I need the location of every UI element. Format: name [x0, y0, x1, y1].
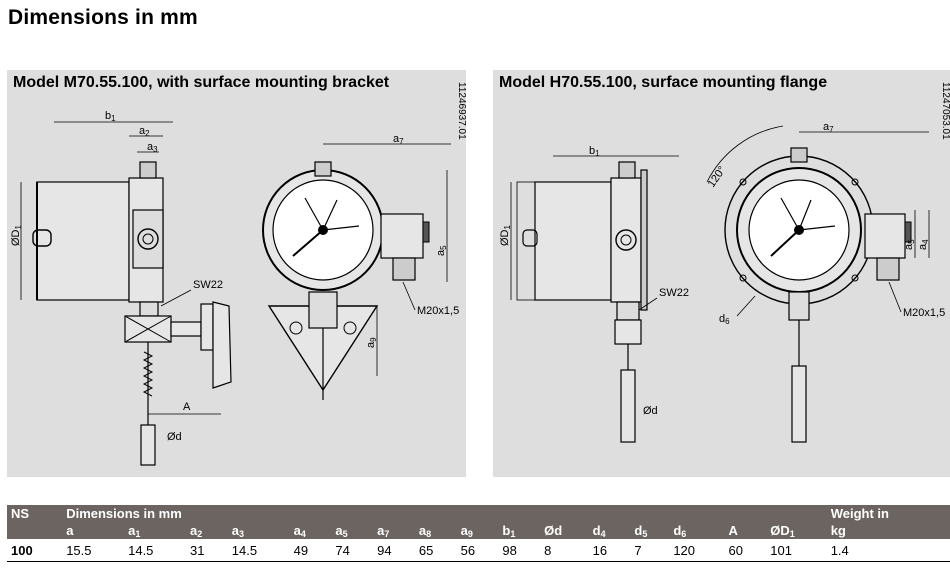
drawing-panel-h70: Model H70.55.100, surface mounting flang… [493, 70, 950, 477]
top-nut-front [314, 161, 332, 177]
header-ns-blank [7, 522, 63, 539]
cable-gland-side-h70 [615, 229, 637, 251]
dim-a2: a2 [139, 125, 150, 138]
label-sw22-left: SW22 [193, 279, 223, 291]
table-cell: 16 [588, 539, 631, 562]
drawing-panel-m70: Model M70.55.100, with surface mounting … [7, 70, 466, 477]
column-header: d4 [588, 522, 631, 539]
panel-title-m70: Model M70.55.100, with surface mounting … [13, 74, 390, 91]
table-cell: 101 [766, 539, 827, 562]
table-header-row-1: NS Dimensions in mm Weight in [7, 505, 950, 522]
table-cell: 31 [186, 539, 228, 562]
terminal-box-h70 [864, 213, 906, 259]
panel-title-h70: Model H70.55.100, surface mounting flang… [499, 74, 828, 91]
column-header: a7 [373, 522, 415, 539]
dim-A: A [183, 401, 191, 413]
column-header: a3 [227, 522, 290, 539]
cable-gland-front [392, 257, 416, 281]
dim-d1-right: ØD1 [499, 225, 512, 247]
table-cell: 65 [414, 539, 457, 562]
table-cell: 8 [540, 539, 589, 562]
dim-d6: d6 [719, 313, 730, 326]
dim-d1-left: ØD1 [10, 225, 23, 247]
column-header: a9 [456, 522, 499, 539]
table-cell: 14.5 [227, 539, 290, 562]
dim-b1: b1 [105, 110, 116, 123]
dim-d-right: Ød [643, 405, 658, 417]
column-header: Ød [540, 522, 589, 539]
sensor-bulb-side [140, 424, 156, 466]
top-nut-side [139, 161, 157, 179]
column-header: a2 [186, 522, 228, 539]
column-header: d5 [630, 522, 670, 539]
table-cell: 94 [373, 539, 415, 562]
table-cell: 74 [331, 539, 374, 562]
sensor-bulb-side-h70 [620, 369, 636, 443]
table-cell: 56 [456, 539, 499, 562]
drawing-number-h70: 11247053.01 [940, 82, 950, 140]
label-sw22-right: SW22 [659, 287, 689, 299]
table-cell: 98 [498, 539, 541, 562]
table-cell: 49 [289, 539, 332, 562]
column-header: a [62, 522, 125, 539]
dim-a3: a3 [147, 141, 158, 154]
dim-a9: a9 [365, 337, 378, 348]
column-header: ØD1 [766, 522, 827, 539]
header-dimensions: Dimensions in mm [62, 505, 827, 522]
cell-weight: 1.4 [826, 539, 950, 562]
column-header: a5 [331, 522, 374, 539]
cable-gland-side [137, 228, 159, 250]
column-header: A [724, 522, 767, 539]
technical-drawing-h70: 11247053.01 b1 ØD1 SW22 Ød [499, 82, 950, 443]
cell-ns: 100 [7, 539, 63, 562]
dim-a7-left: a7 [393, 133, 404, 146]
case-lug [32, 229, 52, 247]
terminal-box [380, 213, 424, 259]
drawing-number-m70: 11246937.01 [456, 82, 466, 140]
sensor-bulb-front-h70 [791, 365, 807, 443]
technical-drawing-m70: 11246937.01 b1 a2 a3 ØD1 SW22 A Ød [10, 82, 466, 466]
mounting-flange-side [640, 169, 648, 311]
dim-d-left: Ød [167, 431, 182, 443]
table-cell: 60 [724, 539, 767, 562]
mounting-bracket-side [212, 301, 232, 389]
column-header: b1 [498, 522, 541, 539]
page-title: Dimensions in mm [8, 6, 198, 29]
column-header: a1 [124, 522, 187, 539]
dim-a7-right: a7 [823, 121, 834, 134]
dim-a5-right: a5 [903, 239, 916, 250]
table-cell: 120 [669, 539, 725, 562]
column-header: a8 [414, 522, 457, 539]
table-cell: 14.5 [124, 539, 187, 562]
dim-a5-left: a5 [435, 245, 448, 256]
column-header: d6 [669, 522, 725, 539]
dim-a4: a4 [917, 239, 930, 250]
header-ns: NS [7, 505, 63, 522]
label-thread-left: M20x1,5 [417, 305, 459, 317]
table-cell: 15.5 [62, 539, 125, 562]
header-weight: Weight in [826, 505, 950, 522]
header-weight-unit: kg [826, 522, 950, 539]
table-cell: 7 [630, 539, 670, 562]
label-angle: 120° [706, 164, 729, 190]
dim-b1-right: b1 [589, 145, 600, 158]
gauge-case-side-h70 [534, 181, 612, 301]
column-header: a4 [289, 522, 332, 539]
label-thread-right: M20x1,5 [903, 307, 945, 319]
